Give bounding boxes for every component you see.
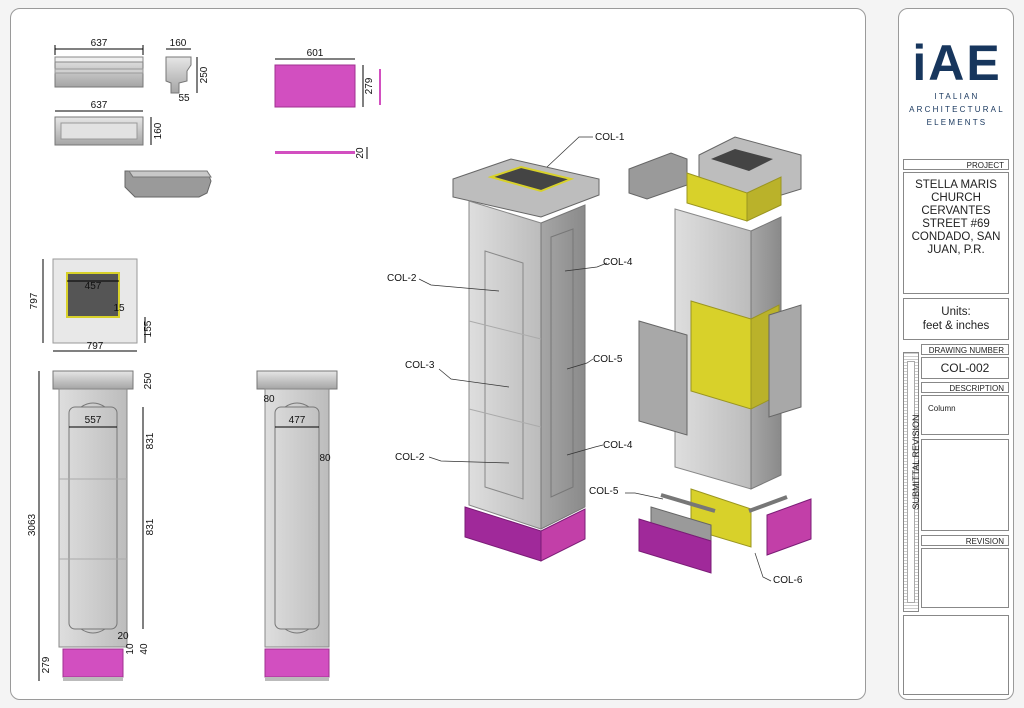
label-col-3: COL-3 — [405, 360, 435, 371]
base-plate-view: 601 279 20 — [274, 48, 381, 159]
dim-cap-profile-width: 160 — [170, 38, 187, 49]
dim-front-detail-b: 10 — [125, 643, 136, 655]
dim-plan-outer-bottom: 797 — [87, 341, 104, 352]
dim-cap-profile-height: 250 — [199, 66, 210, 83]
project-line: STREET #69 — [922, 218, 990, 230]
dim-base-plate-height: 279 — [364, 77, 375, 94]
project-line: CHURCH — [931, 192, 981, 204]
dim-cap-side-width: 637 — [91, 38, 108, 49]
footer-box — [903, 615, 1009, 695]
dim-cap-bottom-width: 637 — [91, 100, 108, 111]
company-logo: iAE ITALIAN ARCHITECTURAL ELEMENTS — [899, 35, 1013, 128]
logo-mark: iAE — [912, 35, 1002, 91]
label-col-5-right: COL-5 — [593, 354, 623, 365]
title-block: iAE ITALIAN ARCHITECTURAL ELEMENTS PROJE… — [898, 8, 1014, 700]
units-line: feet & inches — [922, 320, 990, 332]
revision-box — [921, 548, 1009, 608]
submittal-revision-label: SUBMITTAL REVISION — [911, 414, 921, 510]
dim-front-panel-width: 557 — [85, 415, 102, 426]
cap-profile-view: 160 250 55 — [165, 38, 210, 104]
dim-front-panel-lower: 831 — [145, 518, 156, 535]
label-col-2-lower: COL-2 — [395, 452, 425, 463]
project-line: STELLA MARIS — [915, 179, 997, 191]
dim-front-detail-c: 40 — [139, 643, 150, 655]
dim-front-detail-a: 20 — [117, 631, 129, 642]
dim-cap-bottom-height: 160 — [153, 122, 164, 139]
label-col-4-upper: COL-4 — [603, 257, 633, 268]
logo-line-2: ARCHITECTURAL — [909, 105, 1005, 114]
description-label: DESCRIPTION — [921, 382, 1009, 393]
description-extra — [921, 439, 1009, 531]
drawing-number: COL-002 — [921, 357, 1009, 379]
project-box: STELLA MARIS CHURCH CERVANTES STREET #69… — [903, 172, 1009, 294]
exploded-column-iso — [628, 136, 812, 574]
label-col-4-lower: COL-4 — [603, 440, 633, 451]
assembled-column-iso — [452, 158, 600, 562]
dim-front-cap-height: 250 — [143, 372, 154, 389]
drawing-sheet: 637 160 250 55 637 160 601 279 20 45 — [10, 8, 866, 700]
project-line: CERVANTES — [921, 205, 991, 217]
dim-side-depth: 80 — [319, 453, 331, 464]
label-col-2-upper: COL-2 — [387, 273, 417, 284]
label-col-5-exploded: COL-5 — [589, 486, 619, 497]
dim-side-panel-width: 477 — [289, 415, 306, 426]
dim-plan-wall: 15 — [113, 303, 125, 314]
units-box: Units: feet & inches — [903, 298, 1009, 340]
dim-plan-inner: 457 — [85, 281, 102, 292]
dim-plan-offset: 155 — [143, 320, 154, 337]
submittal-revision-strip: SUBMITTAL REVISION — [903, 352, 921, 612]
logo-line-3: ELEMENTS — [926, 118, 988, 127]
label-col-6: COL-6 — [773, 575, 803, 586]
cap-bottom-view: 637 160 — [54, 100, 164, 146]
dim-front-panel-upper: 831 — [145, 432, 156, 449]
label-col-1: COL-1 — [595, 132, 625, 143]
dim-plan-outer: 797 — [29, 292, 40, 309]
dim-base-plate-width: 601 — [307, 48, 324, 59]
dim-front-total-height: 3063 — [27, 513, 38, 536]
plan-view: 457 15 797 797 155 — [29, 258, 154, 352]
cap-iso-piece — [124, 170, 212, 198]
technical-drawing: 637 160 250 55 637 160 601 279 20 45 — [27, 38, 812, 681]
front-elevation: 250 557 831 831 3063 279 20 10 40 — [27, 370, 156, 681]
project-line: CONDADO, SAN — [911, 231, 1001, 243]
callout-labels: COL-1 COL-2 COL-4 COL-3 COL-5 COL-2 COL-… — [387, 132, 803, 586]
description-value: Column — [921, 395, 1009, 435]
revision-label: REVISION — [921, 535, 1009, 546]
dim-front-base-height: 279 — [41, 656, 52, 673]
drawing-number-label: DRAWING NUMBER — [921, 344, 1009, 355]
dim-cap-profile-depth: 55 — [178, 93, 190, 104]
project-label: PROJECT — [903, 159, 1009, 170]
side-elevation: 80 477 80 — [256, 370, 338, 681]
cap-side-view: 637 — [54, 38, 144, 88]
project-line: JUAN, P.R. — [927, 244, 985, 256]
dim-side-margin: 80 — [263, 394, 275, 405]
units-line: Units: — [941, 306, 971, 318]
dim-base-plate-thickness: 20 — [355, 147, 366, 159]
logo-line-1: ITALIAN — [934, 92, 980, 101]
